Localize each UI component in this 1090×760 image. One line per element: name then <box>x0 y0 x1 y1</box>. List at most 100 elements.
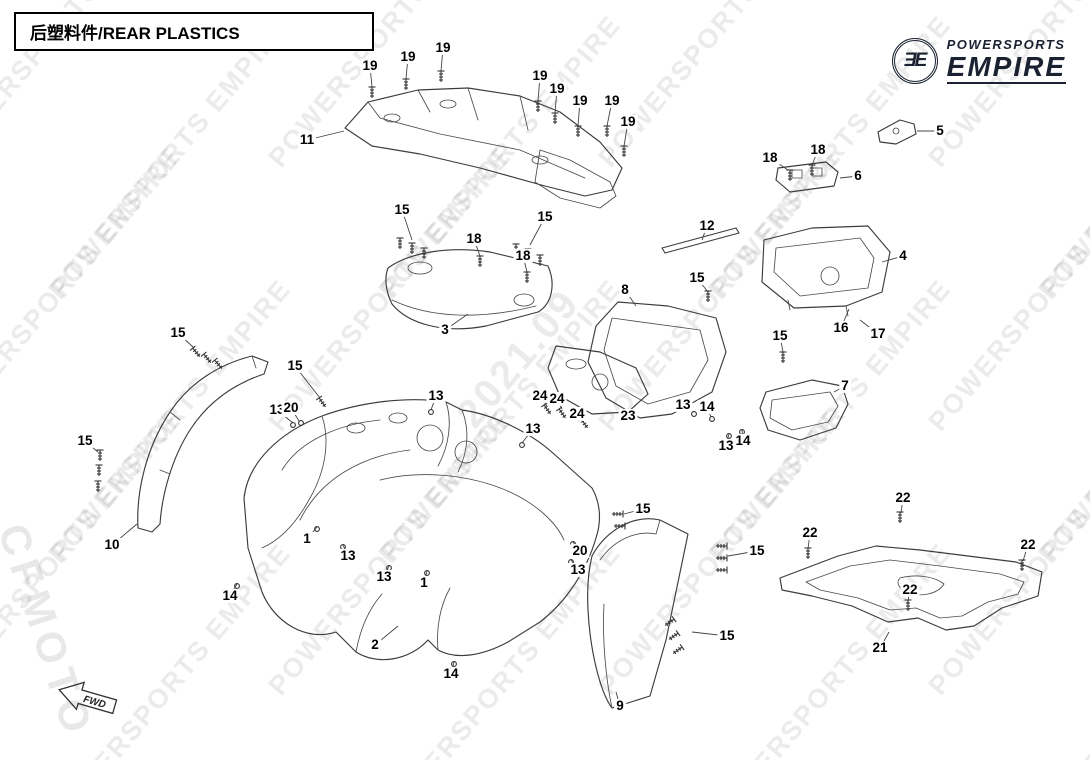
leader-line <box>177 332 195 349</box>
leader-line <box>807 532 811 550</box>
leader-line <box>620 409 629 417</box>
leader-line <box>570 559 579 571</box>
bolt-icon <box>808 164 816 176</box>
leader-line <box>907 589 911 602</box>
brand-emblem-icon: ƎE <box>891 38 938 84</box>
bolt-icon <box>551 112 559 124</box>
leader-line <box>405 56 409 80</box>
bolt-icon <box>524 248 532 260</box>
part-10-side-trim <box>137 355 269 533</box>
brand-text: POWERSPORTS EMPIRE <box>946 37 1066 84</box>
leader-line <box>554 88 558 114</box>
bolt-icon <box>716 554 728 562</box>
bolt-icon <box>1018 559 1026 571</box>
leader-line <box>859 319 879 335</box>
part-9-side-panel <box>587 518 689 709</box>
bolt-icon <box>96 449 104 461</box>
leader-line <box>521 428 534 444</box>
bolt-icon <box>94 480 102 492</box>
bolt-icon <box>200 351 212 363</box>
leader-line <box>229 583 238 597</box>
leader-line <box>306 130 345 141</box>
clip-icon <box>691 411 697 417</box>
bolt-icon <box>672 643 685 655</box>
leader-line <box>769 157 789 171</box>
bolt-icon <box>620 145 628 157</box>
bolt-icon <box>523 271 531 283</box>
leader-line <box>624 289 637 307</box>
leader-line <box>306 526 318 540</box>
bolt-icon <box>189 345 201 357</box>
bolt-icon <box>512 243 520 255</box>
leader-line <box>701 225 708 241</box>
bolt-icon <box>437 70 445 82</box>
leader-line <box>401 209 413 241</box>
brand-top-label: POWERSPORTS <box>946 37 1066 52</box>
bolt-icon <box>476 255 484 267</box>
page-title: 后塑料件/REAR PLASTICS <box>14 12 374 51</box>
bolt-icon <box>315 395 327 408</box>
leader-line <box>811 149 819 166</box>
bolt-icon <box>704 290 712 302</box>
bolt-icon <box>534 100 542 112</box>
bolt-icon <box>664 615 677 627</box>
bolt-icon <box>612 510 624 518</box>
clip-icon <box>314 526 320 532</box>
leader-line <box>529 216 546 246</box>
leader-line <box>374 625 399 646</box>
leader-line <box>440 47 444 72</box>
leader-line <box>290 407 300 422</box>
leader-line <box>444 313 469 331</box>
bolt-icon <box>211 357 223 369</box>
leader-line <box>741 429 744 442</box>
clip-icon <box>726 433 732 439</box>
part-12-rod <box>661 227 740 254</box>
bolt-icon <box>779 351 787 363</box>
clip-icon <box>451 661 457 667</box>
leader-line <box>839 175 859 179</box>
leader-line <box>879 631 890 649</box>
leader-line <box>779 335 784 353</box>
bolt-icon <box>716 542 728 550</box>
leader-line <box>615 691 621 707</box>
bolt-icon <box>614 522 626 530</box>
part-7-panel <box>759 379 849 441</box>
leader-line <box>900 497 904 514</box>
clip-icon <box>424 570 430 576</box>
bolt-icon <box>95 464 103 476</box>
clip-icon <box>290 422 296 428</box>
leader-line <box>881 255 904 263</box>
fwd-arrow: FWD <box>57 681 118 715</box>
leader-line <box>840 308 850 329</box>
bolt-icon <box>904 599 912 611</box>
bolt-icon <box>555 406 567 419</box>
bolt-icon <box>420 247 428 259</box>
bolt-icon <box>804 547 812 559</box>
part-21-mat <box>779 545 1043 631</box>
leader-line <box>276 409 294 424</box>
clip-icon <box>428 409 434 415</box>
bolt-icon <box>536 254 544 266</box>
part-4-rear-panel <box>761 225 891 317</box>
leader-line <box>430 395 437 411</box>
bolt-icon <box>668 629 681 641</box>
bolt-icon <box>540 402 552 415</box>
bolt-icon <box>577 416 589 429</box>
bolt-icon <box>574 125 582 137</box>
part-2-rear-fender <box>243 399 601 661</box>
clip-icon <box>709 416 715 422</box>
bolt-icon <box>603 125 611 137</box>
leader-line <box>473 238 481 257</box>
leader-line <box>539 395 548 407</box>
bolt-icon <box>408 242 416 254</box>
clip-icon <box>234 583 240 589</box>
bolt-icon <box>368 86 376 98</box>
bolt-icon <box>396 237 404 249</box>
leader-line <box>111 523 138 546</box>
part-3-panel <box>385 249 553 330</box>
part-11-rear-rack <box>344 87 623 209</box>
leader-line <box>727 550 758 557</box>
brand-logo: ƎE POWERSPORTS EMPIRE <box>891 37 1066 84</box>
leader-line <box>682 404 695 413</box>
